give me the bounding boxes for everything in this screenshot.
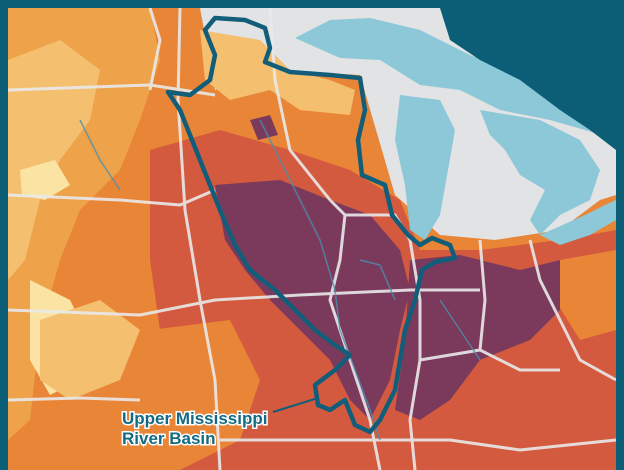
boundary-line-6 bbox=[268, 8, 332, 201]
basin-label-line2: River Basin bbox=[122, 429, 216, 448]
southwest-orange-area bbox=[140, 320, 260, 470]
tributary-1 bbox=[79, 119, 121, 191]
western-pale-patch-3 bbox=[40, 300, 140, 400]
tributary-2 bbox=[359, 259, 396, 301]
state-boundaries bbox=[8, 8, 616, 470]
western-palest-patch-1 bbox=[20, 160, 70, 200]
boundary-line-11 bbox=[528, 239, 616, 382]
basin-label-line1: Upper Mississippi bbox=[122, 409, 267, 428]
core-max-region-west bbox=[215, 180, 410, 420]
boundary-line-3 bbox=[8, 288, 480, 317]
lake-superior bbox=[295, 18, 616, 140]
northeast-frame-area bbox=[440, 8, 616, 150]
callout-leader-line bbox=[272, 397, 319, 413]
rivers bbox=[79, 119, 481, 441]
core-max-region-east bbox=[395, 255, 560, 420]
lake-erie bbox=[540, 200, 616, 245]
boundary-line-13 bbox=[380, 438, 616, 452]
boundary-line-5 bbox=[176, 8, 222, 470]
lake-huron bbox=[480, 110, 600, 235]
northern-pale-area bbox=[200, 30, 355, 115]
boundary-line-15 bbox=[148, 8, 162, 91]
basin-outline bbox=[165, 15, 458, 435]
mississippi-river bbox=[259, 119, 381, 441]
lake-michigan bbox=[395, 95, 455, 240]
boundary-line-4 bbox=[8, 396, 141, 402]
tributary-3 bbox=[439, 299, 481, 361]
boundary-line-2 bbox=[8, 188, 216, 207]
eastern-orange-area bbox=[555, 250, 616, 340]
boundary-line-10 bbox=[478, 239, 487, 351]
boundary-line-12 bbox=[419, 348, 560, 372]
western-pale-region bbox=[8, 40, 100, 280]
